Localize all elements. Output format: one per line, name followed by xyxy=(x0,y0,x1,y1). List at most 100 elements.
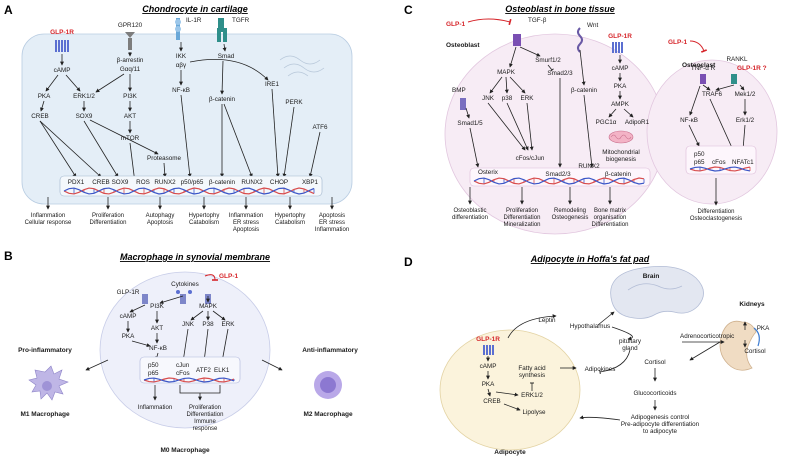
panel-a-title: Chondrocyte in cartilage xyxy=(142,4,248,14)
c-osteoblast-label: Osteoblast xyxy=(446,42,480,49)
b-p65: p65 xyxy=(148,370,159,377)
dna-strand xyxy=(63,187,315,195)
panel-b-title: Macrophage in synovial membrane xyxy=(120,252,270,262)
b-nfkb: NF-κB xyxy=(149,345,167,352)
dna-strand xyxy=(143,377,235,383)
panel-b: B Macrophage in synovial membrane GLP-1 … xyxy=(4,249,358,454)
adipocyte-cell xyxy=(439,329,581,451)
a-proteasome: Proteasome xyxy=(147,155,181,162)
d-kidneys-label: Kidneys xyxy=(739,301,765,308)
c-tgfb-ligand: TGF-β xyxy=(528,17,547,24)
c-ampk: AMPK xyxy=(611,101,630,108)
panel-c-letter: C xyxy=(404,3,413,17)
b-erk: ERK xyxy=(222,321,236,328)
a-smad: Smad xyxy=(218,53,235,60)
b-cjun: cJun xyxy=(176,362,190,369)
gpr120-receptor-icon xyxy=(125,32,135,50)
cytokine-dot xyxy=(188,290,192,294)
a-abg: αβγ xyxy=(176,62,187,69)
c-glp1-ligand: GLP-1 xyxy=(446,21,466,28)
c-p65: p65 xyxy=(694,159,705,166)
b-glp1-inhibit-arrow xyxy=(204,274,219,281)
c-rankl-receptor-icon xyxy=(731,74,737,84)
c-mek12: Mek1/2 xyxy=(735,91,756,98)
c-nfkb: NF-κB xyxy=(680,117,698,124)
panel-a: A Chondrocyte in cartilage GLP-1R GPR120… xyxy=(4,3,353,233)
b-receptor-icon xyxy=(142,294,148,304)
panel-c-arrows xyxy=(465,46,747,168)
c-erk12: Erk1/2 xyxy=(736,117,755,124)
dna-strand xyxy=(689,166,751,172)
c-glp1-inhibit xyxy=(467,18,512,26)
c-bmp-ligand: BMP xyxy=(452,87,466,94)
a-gaq: Gαq/11 xyxy=(120,66,141,73)
a-barrestin: β-arrestin xyxy=(117,57,144,64)
a-tf-label: CREB xyxy=(92,179,110,186)
a-tf-label: ROS xyxy=(136,179,150,186)
mitochondria-icon xyxy=(608,130,634,144)
c-bcatenin: β-catenin xyxy=(571,87,598,94)
c-tnfr-label: TNF-α R xyxy=(691,65,716,72)
c-smad23-tf: Smad2/3 xyxy=(545,171,571,178)
il1r-receptor-icon xyxy=(175,18,181,40)
kidney-icon xyxy=(719,320,760,371)
a-mtor: mTOR xyxy=(121,135,140,142)
d-kidney-pka: PKA xyxy=(757,325,770,332)
brain-icon xyxy=(610,265,704,319)
m1-macrophage-icon xyxy=(28,365,69,401)
c-p38: p38 xyxy=(502,95,513,102)
c-pka: PKA xyxy=(614,83,627,90)
a-creb: CREB xyxy=(31,113,49,120)
a-tf-label: β-catenin xyxy=(209,179,236,186)
d-camp: cAMP xyxy=(480,363,497,370)
pro-inflammatory-label: Pro-inflammatory xyxy=(18,347,72,354)
c-p50: p50 xyxy=(694,151,705,158)
c-smad23: Smad2/3 xyxy=(547,70,573,77)
a-tf-label: XBP1 xyxy=(302,179,319,186)
dna-strand xyxy=(63,187,315,195)
b-camp: cAMP xyxy=(120,313,137,320)
c-erk: ERK xyxy=(521,95,535,102)
c-smad15: Smad1/5 xyxy=(457,120,483,127)
b-mapk: MAPK xyxy=(199,303,218,310)
c-glp1r-receptor-icon xyxy=(612,42,623,53)
dna-strand xyxy=(689,166,751,172)
b-pka: PKA xyxy=(122,333,135,340)
b-pi3k: PI3K xyxy=(150,303,164,310)
panel-d-title: Adipocyte in Hoffa's fat pad xyxy=(530,254,650,264)
d-kidney-cortisol: Cortisol xyxy=(744,348,765,355)
m0-macrophage-label: M0 Macrophage xyxy=(160,447,210,454)
a-nfkb: NF-κB xyxy=(172,87,190,94)
c-frizzled-receptor-icon xyxy=(577,27,583,53)
d-glucocorticoids: Glucocorticoids xyxy=(633,390,676,397)
b-dna-helix xyxy=(143,377,235,383)
c-oc-nucleus-box xyxy=(685,145,757,175)
d-adipocyte-label: Adipocyte xyxy=(494,449,526,456)
b-akt: AKT xyxy=(151,325,163,332)
c-pgc1a: PGC1α xyxy=(596,119,617,126)
panel-b-arrows xyxy=(85,295,283,400)
a-tf-label: p50/p65 xyxy=(181,179,204,186)
c-glp1-inhibit-oc xyxy=(689,40,708,53)
cytokine-dot xyxy=(176,290,180,294)
d-adipokines: Adipokines xyxy=(585,366,616,373)
dna-strand xyxy=(473,177,645,185)
a-camp: cAMP xyxy=(54,67,71,74)
b-receptor-icon xyxy=(180,294,186,304)
